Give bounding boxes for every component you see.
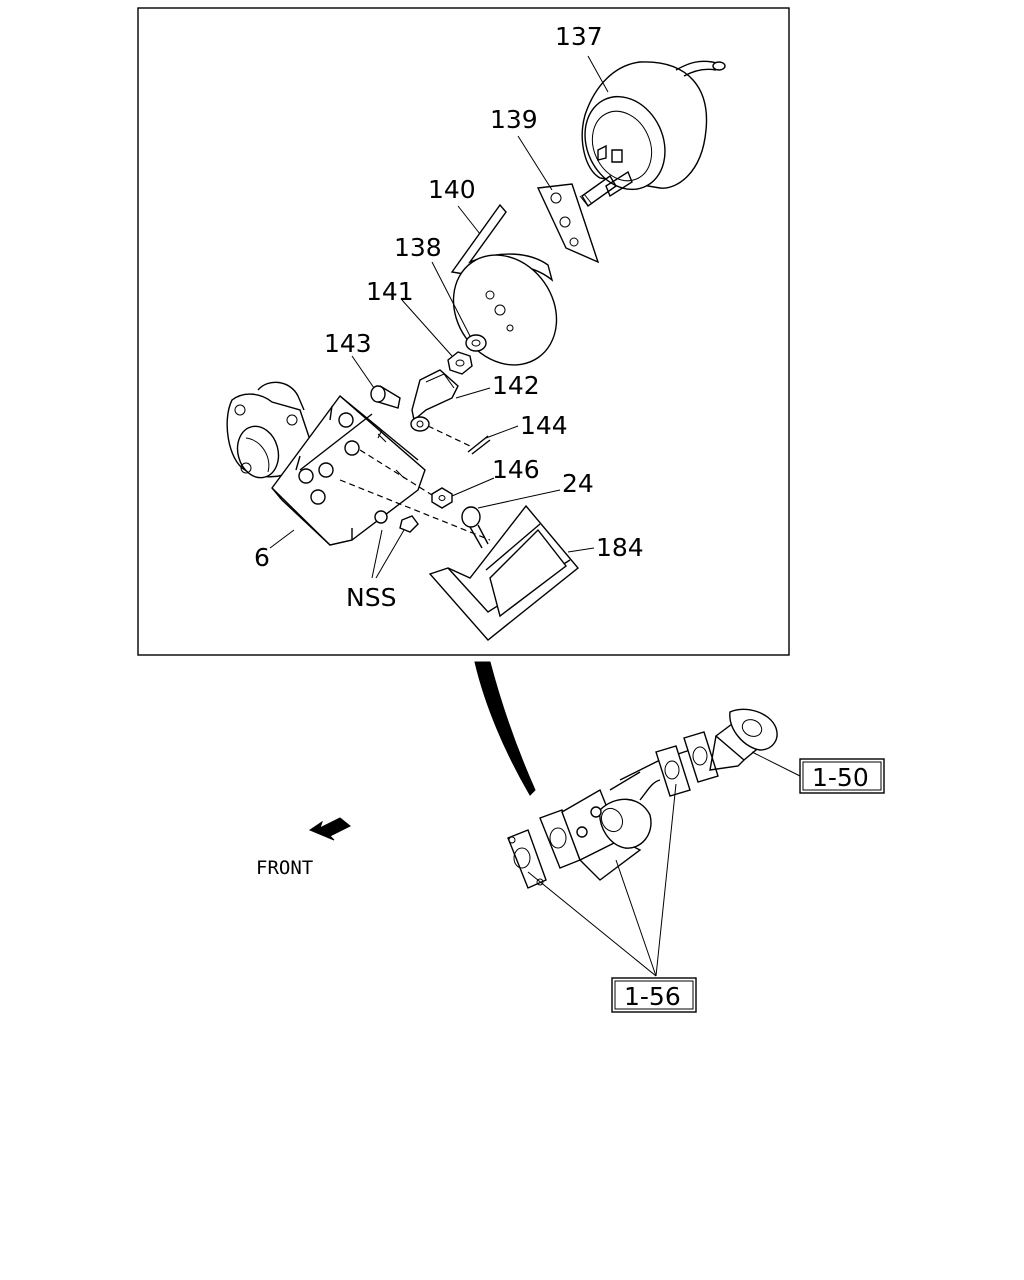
reference-1-56-label: 1-56 (624, 982, 681, 1011)
front-indicator: FRONT (256, 817, 351, 879)
part-24-bolt (461, 506, 489, 549)
part-144-pin (427, 425, 491, 455)
callout-138: 138 (394, 233, 442, 262)
callout-24: 24 (562, 469, 594, 498)
detail-pointer (474, 661, 536, 796)
callout-144: 144 (520, 411, 568, 440)
callout-139: 139 (490, 105, 538, 134)
callout-nss: NSS (346, 583, 396, 612)
reference-1-50-label: 1-50 (812, 763, 869, 792)
part-138-washer (465, 334, 487, 352)
part-184-cover (428, 504, 579, 641)
callout-184: 184 (596, 533, 644, 562)
arrow-left-down-icon (308, 817, 351, 841)
part-143-bolt (370, 385, 401, 409)
callout-142: 142 (492, 371, 540, 400)
callout-143: 143 (324, 329, 372, 358)
part-137-actuator (579, 60, 726, 208)
part-6-valve-body (226, 381, 491, 546)
callout-146: 146 (492, 455, 540, 484)
overview-assembly (507, 708, 778, 889)
detail-frame (137, 7, 790, 656)
callout-137: 137 (555, 22, 603, 51)
callout-6: 6 (254, 543, 270, 572)
reference-1-50[interactable]: 1-50 (799, 758, 885, 794)
front-label: FRONT (256, 857, 313, 879)
leader-lines (269, 55, 609, 579)
part-146-nut (431, 487, 453, 509)
reference-leaders (527, 751, 801, 977)
callout-140: 140 (428, 175, 476, 204)
reference-1-56[interactable]: 1-56 (611, 977, 697, 1013)
callout-141: 141 (366, 277, 414, 306)
part-141-nut (447, 351, 473, 375)
part-139-gasket (536, 183, 600, 264)
part-142-lever (410, 369, 459, 432)
